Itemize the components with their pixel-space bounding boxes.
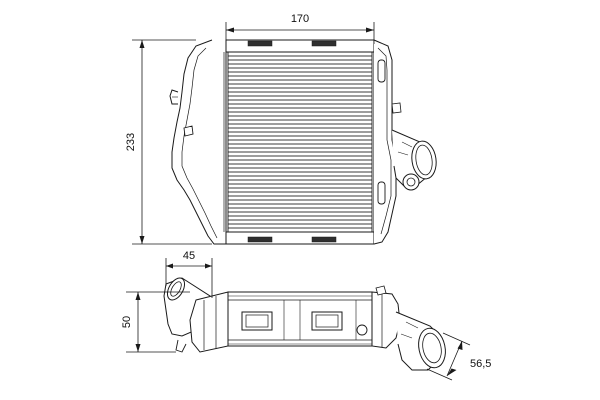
dim-50-arrow-top <box>135 292 141 300</box>
dimension-56-5 <box>426 332 471 381</box>
front-core-top-clip-left <box>247 40 273 47</box>
front-core-top-clip-right <box>311 40 337 47</box>
dim-565-arrow-upper <box>457 341 463 350</box>
top-core-boss <box>356 324 368 336</box>
dimension-233 <box>132 39 212 245</box>
dim-45-arrow-right <box>205 263 212 269</box>
top-outlet-rib-1 <box>405 321 419 329</box>
top-left-inlet-bore <box>170 281 182 297</box>
front-outlet-bore <box>415 144 433 176</box>
top-right-tank-body <box>371 291 401 349</box>
top-core-separators <box>283 300 357 340</box>
front-core-bottom-clip-right <box>311 236 337 243</box>
dim-170-arrow-right <box>366 27 374 33</box>
dimension-45-label: 45 <box>183 250 195 262</box>
front-right-tank-inner-contour <box>377 47 392 235</box>
dim-565-ext-lower <box>426 368 453 381</box>
dimension-45 <box>165 258 213 298</box>
front-left-mount-tab <box>183 125 194 137</box>
front-core-bottom-clip-left <box>247 236 273 243</box>
dim-45-arrow-left <box>166 263 173 269</box>
top-left-tank-body <box>189 291 229 353</box>
dim-565-arrow-lower <box>447 368 457 376</box>
front-left-tank-inner-contour <box>181 47 218 239</box>
front-right-mount-tab <box>391 102 402 114</box>
top-outlet-bore <box>422 332 442 364</box>
dimension-50-label: 50 <box>121 316 133 328</box>
dimension-233-label: 233 <box>125 133 137 151</box>
top-left-lower-nipple <box>175 339 187 353</box>
front-core-fins <box>228 55 372 229</box>
top-outlet-rib-2 <box>400 333 413 339</box>
dimension-56-5-label: 56,5 <box>470 358 491 370</box>
front-left-tank-outline <box>171 39 226 245</box>
front-outlet-rib-1 <box>401 141 413 148</box>
top-right-mount-stud <box>375 285 387 296</box>
front-view-group <box>169 39 437 245</box>
dimension-50 <box>126 291 190 353</box>
dimension-170-label: 170 <box>291 13 309 25</box>
top-core-panel-right-inner <box>315 314 339 328</box>
dim-565-ext-upper <box>442 332 471 346</box>
top-core-panel-left-inner <box>245 314 269 328</box>
front-core-frame <box>225 39 375 245</box>
dim-50-arrow-bottom <box>135 344 141 352</box>
top-view-group <box>163 277 446 371</box>
front-outlet-rib-2 <box>397 151 409 156</box>
dim-170-arrow-left <box>226 27 234 33</box>
front-outlet-boss-inner <box>406 177 416 187</box>
dimension-170 <box>225 22 375 44</box>
front-right-lower-slot <box>377 181 386 205</box>
dim-233-arrow-top <box>139 40 145 48</box>
dim-233-arrow-bottom <box>139 236 145 244</box>
front-right-top-slot <box>377 59 386 83</box>
